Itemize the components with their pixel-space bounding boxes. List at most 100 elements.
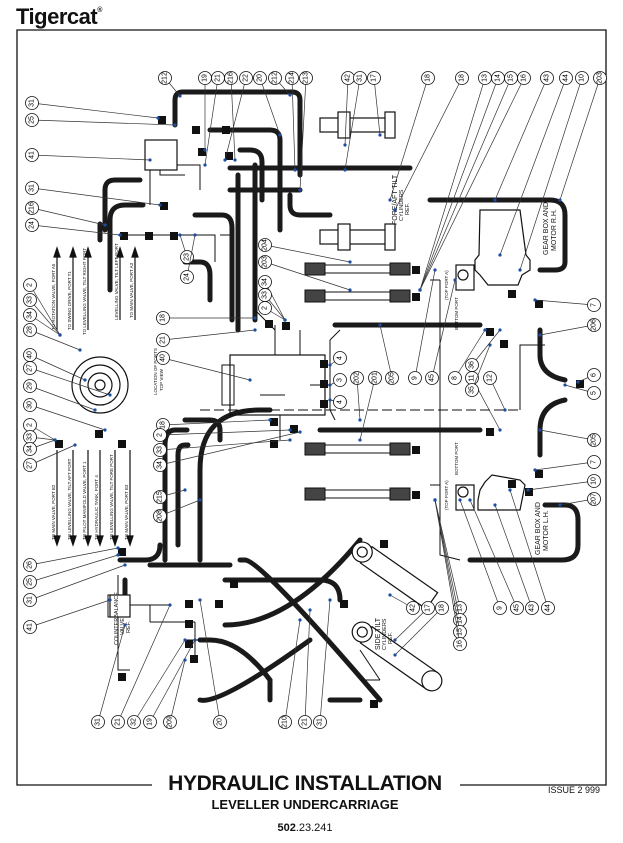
callout-number: 4 (337, 400, 344, 404)
callout-number: 44 (545, 604, 552, 612)
leader-line (159, 439, 291, 451)
leader-line (264, 244, 351, 263)
callout-bubble: 2 (258, 301, 287, 322)
callout-bubble: 20 (253, 71, 282, 137)
leader-line (373, 77, 381, 136)
svg-text:FORE/AFT TILT: FORE/AFT TILT (392, 174, 399, 225)
leader-dot (328, 398, 332, 402)
callout-number: 42 (345, 74, 352, 82)
callout-circle (278, 715, 292, 729)
leader-dot (498, 253, 502, 257)
port-label: TO SWING DRIVE, PORT T1 (67, 271, 72, 330)
callout-circle (421, 71, 435, 85)
callout-number: 31 (317, 718, 324, 726)
leader-dot (156, 116, 160, 120)
note-gearbox-lh: GEAR BOX AND MOTOR L.H. (535, 502, 550, 555)
callout-number: 20 (217, 718, 224, 726)
callout-number: 205 (591, 434, 598, 446)
leader-dot (223, 158, 227, 162)
port-label: TO ROTATION VALVE, PORT A5 (51, 263, 56, 330)
leader-line (162, 419, 271, 426)
port-label: TO LEVELLING VALVE, TILT AFT PORT (67, 458, 72, 540)
leader-dot (83, 378, 87, 382)
callout-number: 19 (147, 718, 154, 726)
leader-dot (268, 418, 272, 422)
leader-dot (343, 168, 347, 172)
leader-dot (193, 638, 197, 642)
callout-bubble: 25 (23, 553, 120, 589)
callout-bubble: 27 (23, 361, 112, 397)
leader-line (419, 77, 499, 291)
port-arrows (53, 246, 139, 547)
callout-circle (213, 715, 227, 729)
callout-number: 33 (27, 433, 34, 441)
callout-bubble: 9 (458, 498, 507, 615)
callout-bubble: 32 (127, 638, 187, 729)
svg-text:COUNTERBALANCE: COUNTERBALANCE (114, 592, 120, 645)
callout-number: 17 (371, 74, 378, 82)
leader-dot (203, 163, 207, 167)
callout-circle (453, 637, 467, 651)
port-label: TO PILOT MANIFOLD VALVE, PORT 1 (82, 461, 87, 540)
svg-text:CYLINDERS: CYLINDERS (382, 618, 388, 650)
leader-line (419, 77, 486, 291)
leader-dot (308, 608, 312, 612)
callout-bubble: 203 (558, 71, 607, 202)
leader-dot (116, 553, 120, 557)
leader-line (149, 639, 196, 723)
leader-line (29, 284, 61, 336)
drawing-title: HYDRAULIC INSTALLATION (168, 772, 442, 795)
leader-dot (103, 223, 107, 227)
callout-number: 2 (262, 306, 269, 310)
leader-line (379, 324, 393, 379)
leader-line (356, 377, 361, 421)
svg-text:CYLINDERS: CYLINDERS (399, 189, 405, 221)
callout-number: 43 (529, 604, 536, 612)
callout-bubble: 7 (533, 455, 601, 472)
callout-bubble: 18 (393, 601, 449, 657)
leader-line (534, 461, 595, 471)
leader-dot (558, 198, 562, 202)
leader-dot (468, 498, 472, 502)
hose-assemblies (304, 262, 411, 501)
leader-line (454, 329, 486, 379)
callout-number: 35 (469, 386, 476, 394)
leader-dot (93, 408, 97, 412)
callout-bubble: 205 (538, 428, 601, 447)
leader-line (459, 499, 501, 609)
callout-bubble: 205 (378, 323, 399, 385)
callout-number: 26 (27, 561, 34, 569)
callout-number: 216 (228, 72, 235, 84)
leader-line (159, 429, 291, 436)
callout-bubble: 207 (558, 492, 601, 507)
callout-bubble: 209 (163, 658, 187, 729)
callout-number: 31 (357, 74, 364, 82)
callout-circle (593, 71, 607, 85)
leader-line (559, 77, 601, 201)
callout-bubble: 25 (25, 113, 177, 127)
callout-bubble: 29 (23, 379, 97, 412)
callout-circle (587, 298, 601, 312)
callout-circle (23, 458, 37, 472)
callout-bubble: 24 (180, 233, 197, 284)
leader-line (162, 329, 256, 341)
callout-number: 216 (29, 202, 36, 214)
callout-circle (587, 474, 601, 488)
callout-number: 15 (508, 74, 515, 82)
callout-number: 205 (389, 372, 396, 384)
leader-dot (378, 323, 382, 327)
callout-number: 11 (469, 374, 476, 381)
fore-aft-cylinder-bottom (319, 223, 396, 251)
callout-circle (23, 361, 37, 375)
callout-bubble: 36 (465, 328, 502, 372)
svg-text:MOTOR R.H.: MOTOR R.H. (551, 209, 558, 251)
leader-dot (103, 428, 107, 432)
callout-circle (25, 113, 39, 127)
callout-number: 33 (157, 446, 164, 454)
callout-bubble: 34 (23, 308, 62, 337)
callout-circle (525, 601, 539, 615)
callout-number: 41 (27, 623, 34, 631)
port-label: TO HYDRAULIC TANK, PORT 4 (94, 475, 99, 540)
callout-number: 32 (131, 718, 138, 726)
